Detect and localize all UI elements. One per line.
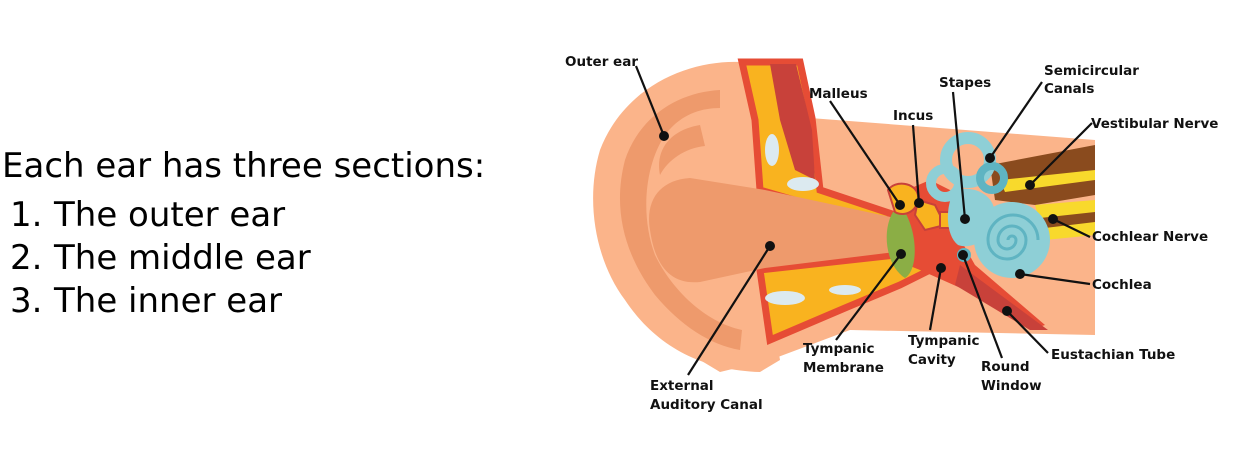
leader-line xyxy=(829,100,901,206)
label-outer-ear: Outer ear xyxy=(565,54,638,70)
upper-red-band xyxy=(770,64,815,180)
incus-shape xyxy=(913,198,947,232)
sections-list: 1. The outer ear 2. The middle ear 3. The i… xyxy=(0,194,520,323)
label-tympanic-membrane-1: Tympanic xyxy=(803,341,875,357)
outer-ear-helix xyxy=(619,90,742,350)
leader-line xyxy=(1019,272,1091,286)
leader-dot xyxy=(659,131,669,141)
list-item: 2. The middle ear xyxy=(10,237,520,280)
list-item: 1. The outer ear xyxy=(10,194,520,237)
vestibular-nerve-stripe xyxy=(1000,170,1095,192)
label-incus: Incus xyxy=(893,108,933,124)
leader-dot xyxy=(914,198,924,208)
leader-dot xyxy=(895,200,905,210)
upper-bone-spot xyxy=(765,134,779,166)
label-cochlear-nerve: Cochlear Nerve xyxy=(1092,229,1208,245)
label-external-2: Auditory Canal xyxy=(650,397,763,413)
leader-dot xyxy=(958,250,968,260)
leader-dot xyxy=(1025,180,1035,190)
leader-line xyxy=(1029,122,1093,186)
leader-dot xyxy=(936,263,946,273)
auditory-canal xyxy=(649,178,895,283)
list-number: 2. xyxy=(10,238,43,278)
leader-line xyxy=(961,254,1004,359)
cochlear-nerve-stripe xyxy=(1040,212,1095,228)
label-round: Round xyxy=(981,359,1030,375)
label-tympanic-cavity-1: Tympanic xyxy=(908,333,980,349)
eustachian-tube-shape xyxy=(955,265,1048,330)
leader-line xyxy=(1052,218,1091,238)
label-external-1: External xyxy=(650,378,714,394)
leader-line xyxy=(928,267,943,331)
label-tympanic-membrane-2: Membrane xyxy=(803,360,884,376)
list-text: The outer ear xyxy=(54,195,286,235)
label-vestibular-nerve: Vestibular Nerve xyxy=(1091,116,1218,132)
list-text: The inner ear xyxy=(54,281,283,321)
tympanic-membrane-shape xyxy=(886,212,915,278)
label-window: Window xyxy=(981,378,1042,394)
label-semicircular: Semicircular xyxy=(1044,63,1139,79)
leader-line xyxy=(634,65,666,137)
leader-dot xyxy=(960,214,970,224)
lower-bone-spot xyxy=(765,291,805,305)
label-canals: Canals xyxy=(1044,81,1094,97)
semicircular-canal-shape xyxy=(926,164,964,202)
list-number: 3. xyxy=(10,281,43,321)
label-malleus: Malleus xyxy=(809,86,868,102)
leader-dot xyxy=(1002,306,1012,316)
lower-bone-spot xyxy=(829,285,861,295)
leader-dot xyxy=(765,241,775,251)
outer-ear-fold xyxy=(659,125,705,175)
label-eustachian-tube: Eustachian Tube xyxy=(1051,347,1175,363)
leader-line xyxy=(951,91,967,220)
leader-line xyxy=(989,81,1043,159)
semicircular-canal-shape xyxy=(976,162,1008,194)
list-text: The middle ear xyxy=(54,238,311,278)
leader-dot xyxy=(1015,269,1025,279)
label-cochlea: Cochlea xyxy=(1092,277,1152,293)
intro-heading: Each ear has three sections: xyxy=(2,146,486,186)
leader-line xyxy=(1006,310,1049,354)
leader-line xyxy=(687,245,771,376)
cochlea-spiral xyxy=(986,213,1040,261)
upper-bone-spot xyxy=(787,177,819,191)
leader-line xyxy=(835,253,902,341)
leader-dot xyxy=(1048,214,1058,224)
list-number: 1. xyxy=(10,195,43,235)
list-item: 3. The inner ear xyxy=(10,280,520,323)
leader-line xyxy=(911,124,921,204)
intro-text: Each ear has three sections: 1. The outer… xyxy=(0,144,520,323)
label-stapes: Stapes xyxy=(939,75,991,91)
label-tympanic-cavity-2: Cavity xyxy=(908,352,956,368)
leader-dot xyxy=(896,249,906,259)
leader-dot xyxy=(985,153,995,163)
